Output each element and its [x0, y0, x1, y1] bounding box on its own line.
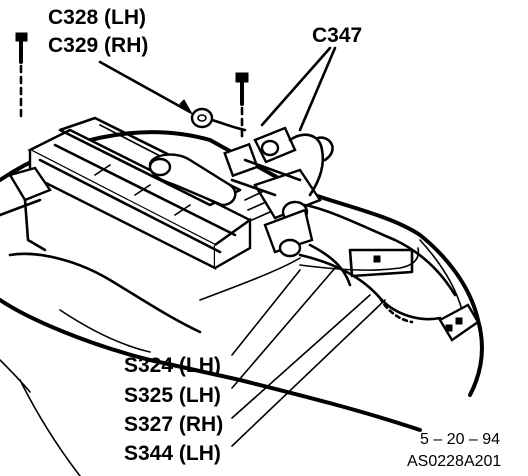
- label-c347: C347: [312, 24, 362, 47]
- label-s324: S324 (LH): [124, 354, 221, 377]
- wire-clip: [190, 107, 214, 129]
- screw-fastener-left: [15, 32, 28, 120]
- seat-track-rail: [0, 116, 253, 270]
- label-c329: C329 (RH): [48, 34, 148, 57]
- harness-end-connector: [438, 303, 480, 342]
- seat-motor: [148, 153, 322, 258]
- seat-cushion-outline: [0, 130, 484, 476]
- label-c328: C328 (LH): [48, 6, 146, 29]
- leader-lines: [98, 46, 386, 447]
- wiring-harness: [199, 118, 457, 324]
- footer-date: 5 – 20 – 94: [420, 431, 500, 448]
- label-s325: S325 (LH): [124, 384, 221, 407]
- label-s344: S344 (LH): [124, 442, 221, 465]
- connector-c347: [223, 126, 302, 197]
- screw-fastener-center: [235, 72, 249, 142]
- footer-code: AS0228A201: [407, 453, 501, 470]
- label-s327: S327 (RH): [124, 413, 223, 436]
